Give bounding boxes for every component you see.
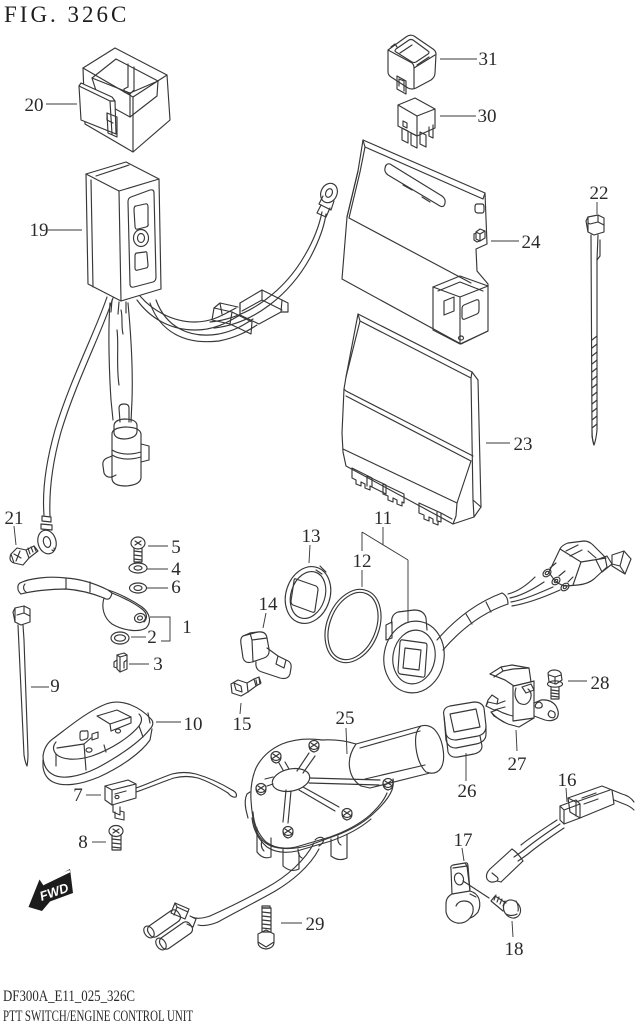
svg-text:24: 24 — [522, 232, 542, 253]
svg-text:FIG. 326C: FIG. 326C — [4, 2, 129, 27]
svg-text:16: 16 — [558, 770, 577, 791]
svg-text:4: 4 — [171, 559, 181, 580]
svg-text:27: 27 — [508, 754, 527, 775]
svg-text:9: 9 — [50, 676, 60, 697]
svg-text:10: 10 — [184, 714, 203, 735]
svg-text:22: 22 — [590, 183, 609, 204]
svg-text:7: 7 — [73, 785, 83, 806]
svg-text:21: 21 — [5, 508, 24, 529]
svg-text:11: 11 — [374, 508, 392, 529]
svg-text:31: 31 — [479, 49, 498, 70]
svg-text:15: 15 — [233, 714, 252, 735]
svg-text:28: 28 — [591, 673, 610, 694]
svg-text:13: 13 — [302, 526, 321, 547]
svg-text:2: 2 — [147, 627, 157, 648]
svg-text:18: 18 — [505, 939, 524, 960]
svg-text:17: 17 — [454, 830, 473, 851]
svg-text:1: 1 — [182, 617, 192, 638]
svg-text:6: 6 — [171, 577, 181, 598]
svg-text:12: 12 — [353, 551, 372, 572]
svg-text:30: 30 — [478, 106, 497, 127]
svg-text:26: 26 — [458, 781, 477, 802]
svg-text:DF300A_E11_025_326C: DF300A_E11_025_326C — [3, 988, 135, 1005]
svg-text:23: 23 — [514, 434, 533, 455]
svg-text:25: 25 — [336, 708, 355, 729]
svg-text:3: 3 — [153, 654, 163, 675]
svg-text:29: 29 — [306, 914, 325, 935]
svg-text:5: 5 — [171, 537, 181, 558]
svg-text:20: 20 — [25, 95, 44, 116]
svg-text:PTT SWITCH/ENGINE CONTROL UNIT: PTT SWITCH/ENGINE CONTROL UNIT — [3, 1008, 193, 1024]
svg-text:19: 19 — [30, 220, 49, 241]
svg-text:14: 14 — [259, 594, 279, 615]
svg-text:8: 8 — [78, 832, 88, 853]
